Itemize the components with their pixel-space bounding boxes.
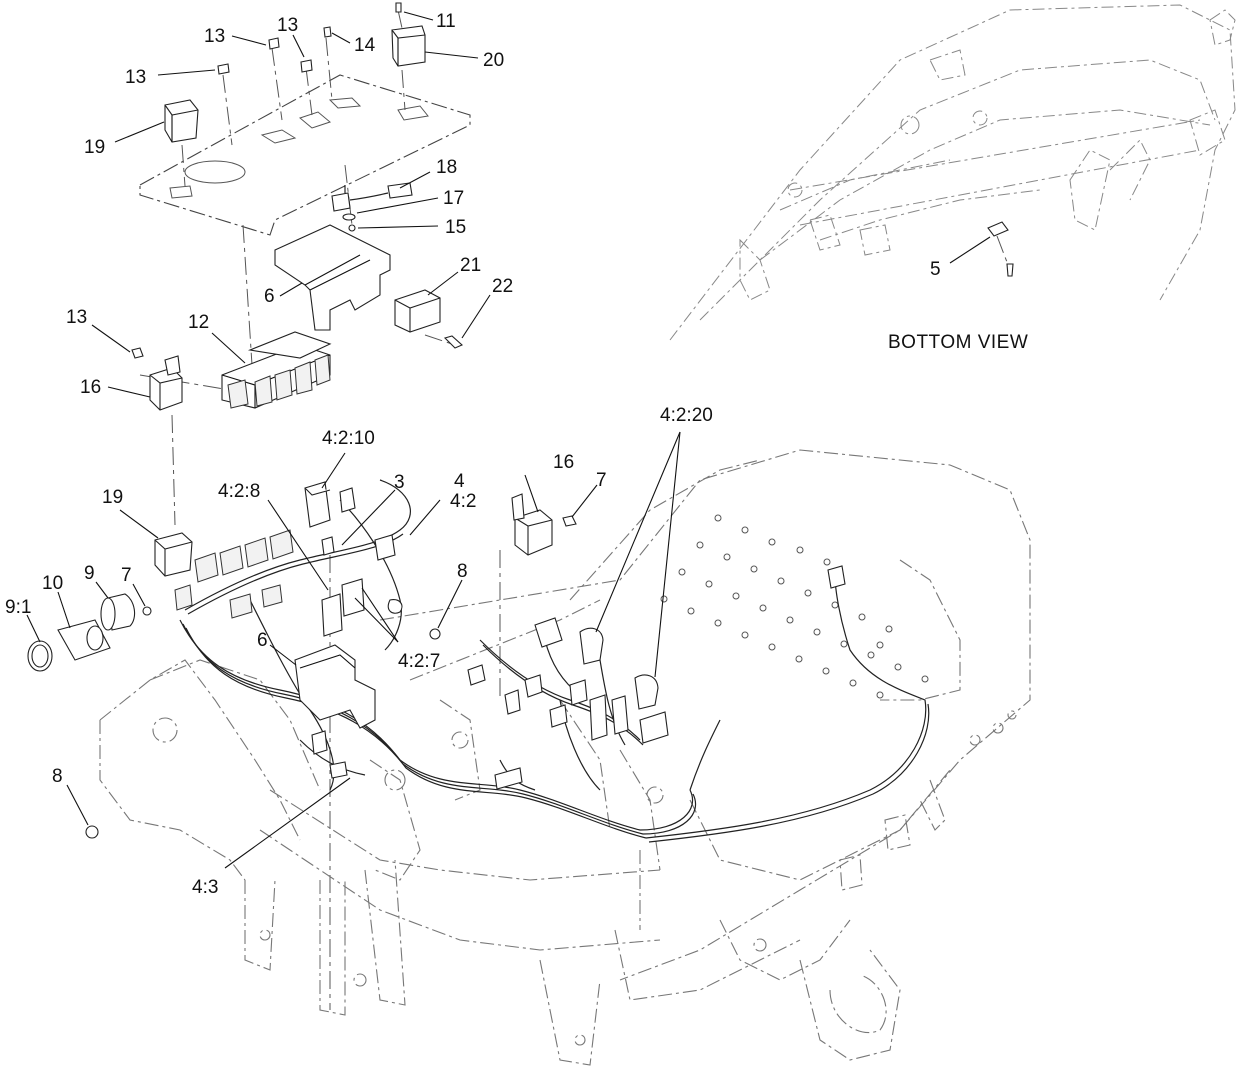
callout-13-d: 13 xyxy=(66,307,87,328)
callout-17: 17 xyxy=(443,188,464,209)
lower-bracket xyxy=(294,644,376,729)
callout-6-bottom: 6 xyxy=(257,630,268,651)
callout-13-a: 13 xyxy=(204,26,225,47)
callout-7-left: 7 xyxy=(121,565,132,586)
callout-6-top: 6 xyxy=(264,286,275,307)
callout-8-left: 8 xyxy=(52,766,63,787)
tractor-frame-illustration xyxy=(99,449,1031,1066)
callout-labels: 11 20 14 13 13 13 19 18 17 15 21 22 6 13… xyxy=(5,11,1028,898)
callout-9-1: 9:1 xyxy=(5,597,31,618)
callout-5: 5 xyxy=(930,259,941,280)
callout-16-right: 16 xyxy=(553,452,574,473)
callout-20-top: 20 xyxy=(483,50,504,71)
bottom-view-label: BOTTOM VIEW xyxy=(888,332,1028,353)
callout-19-top: 19 xyxy=(84,137,105,158)
callout-19-bottom: 19 xyxy=(102,487,123,508)
console-panel xyxy=(139,74,471,236)
callout-22: 22 xyxy=(492,276,513,297)
callout-4-2: 4:2 xyxy=(450,491,476,512)
leader-lines xyxy=(26,11,991,869)
callout-9: 9 xyxy=(84,563,95,584)
callout-3: 3 xyxy=(394,472,405,493)
callout-16-left: 16 xyxy=(80,377,101,398)
callout-4-2-20: 4:2:20 xyxy=(660,405,713,426)
callout-4-3: 4:3 xyxy=(192,877,218,898)
callout-4-2-8: 4:2:8 xyxy=(218,481,260,502)
callout-11: 11 xyxy=(436,11,456,32)
bottom-view-frame-illustration xyxy=(669,4,1236,341)
mounting-plate-holes xyxy=(660,514,929,699)
callout-7-right: 7 xyxy=(596,470,607,491)
callout-10: 10 xyxy=(42,573,63,594)
callout-12: 12 xyxy=(188,312,209,333)
callout-4: 4 xyxy=(454,471,465,492)
callout-8-mid: 8 xyxy=(457,561,468,582)
harness-connectors xyxy=(174,481,846,790)
callout-13-b: 13 xyxy=(277,15,298,36)
callout-18: 18 xyxy=(436,157,457,178)
callout-4-2-10: 4:2:10 xyxy=(322,428,375,449)
wire-harness xyxy=(179,479,930,843)
callout-21: 21 xyxy=(460,255,481,276)
callout-15: 15 xyxy=(445,217,466,238)
callout-13-c: 13 xyxy=(125,67,146,88)
callout-4-2-7: 4:2:7 xyxy=(398,651,440,672)
callout-14: 14 xyxy=(354,35,376,56)
